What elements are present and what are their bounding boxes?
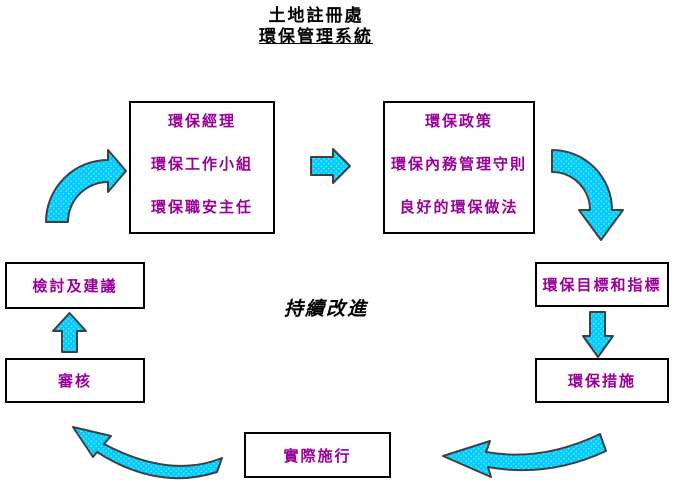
box-objectives-targets: 環保目標和指標 [535,262,669,307]
box-environmental-policy: 環保政策 環保內務管理守則 良好的環保做法 [383,101,535,234]
up-arrow-icon [52,312,87,353]
review-label: 檢討及建議 [32,277,118,295]
box-review-recommendations: 檢討及建議 [5,262,145,309]
right-arrow-icon [310,148,351,184]
box-environmental-team: 環保經理 環保工作小組 環保職安主任 [129,101,275,234]
box-audit: 審核 [5,358,145,403]
continuous-improvement-label: 持續改進 [283,298,368,320]
curved-up-right-arrow-icon [45,149,127,223]
box-environmental-measures: 環保措施 [535,358,669,403]
policy-line-housekeeping: 環保內務管理守則 [390,155,527,173]
curved-down-right-arrow-icon [551,149,624,241]
curved-left-arrow-bottom-right-icon [442,433,607,478]
policy-line-good-practice: 良好的環保做法 [399,198,519,216]
page-title-line1: 土地註冊處 [268,6,364,26]
measures-label: 環保措施 [567,372,636,390]
objectives-label: 環保目標和指標 [542,276,662,294]
implementation-label: 實際施行 [283,446,352,465]
down-arrow-icon [582,311,614,358]
policy-line-policy: 環保政策 [424,112,493,130]
audit-label: 審核 [57,372,92,390]
team-line-working-group: 環保工作小組 [150,155,253,173]
page-title: 土地註冊處 環保管理系統 [116,6,516,48]
team-line-safety-officer: 環保職安主任 [150,198,253,216]
curved-up-left-arrow-bottom-left-icon [72,426,223,480]
box-implementation: 實際施行 [244,432,391,478]
page-title-line2: 環保管理系統 [259,27,373,47]
team-line-manager: 環保經理 [167,112,236,130]
